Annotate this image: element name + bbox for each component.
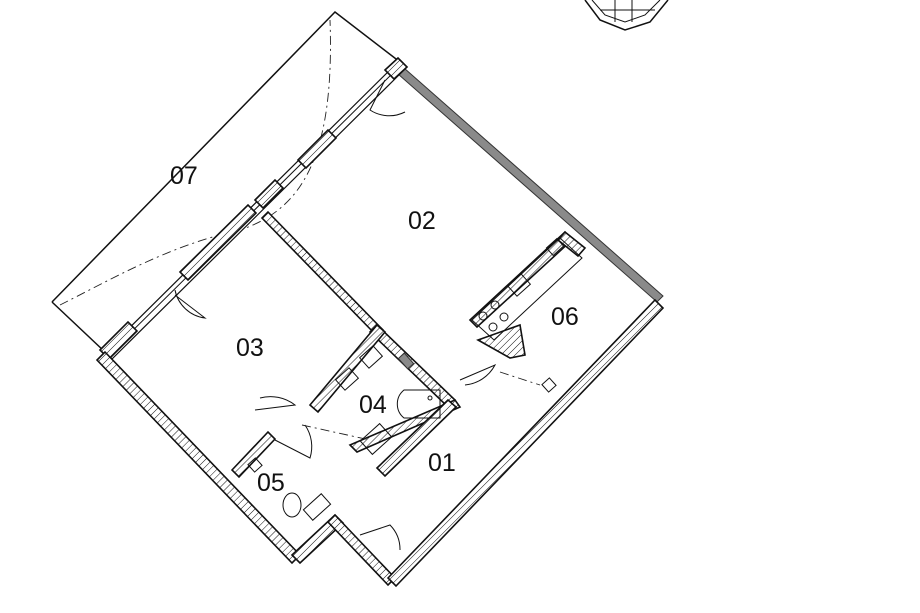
exterior-wall-se <box>386 298 665 588</box>
room-label-04: 04 <box>359 391 387 419</box>
doors <box>174 79 541 551</box>
room-label-06: 06 <box>551 303 579 331</box>
wc-fixtures <box>247 457 332 521</box>
room-label-05: 05 <box>257 469 285 497</box>
room-label-07: 07 <box>170 162 198 190</box>
exterior-wall-sw <box>95 350 397 587</box>
partial-plan-top-right <box>584 0 669 31</box>
room-label-01: 01 <box>428 449 456 477</box>
bathroom-fixtures <box>334 345 441 456</box>
room-label-03: 03 <box>236 334 264 362</box>
kitchen-counter <box>471 237 583 341</box>
facade-windows <box>98 56 409 361</box>
interior-walls <box>230 210 587 479</box>
room-label-02: 02 <box>408 207 436 235</box>
riser <box>541 377 557 393</box>
